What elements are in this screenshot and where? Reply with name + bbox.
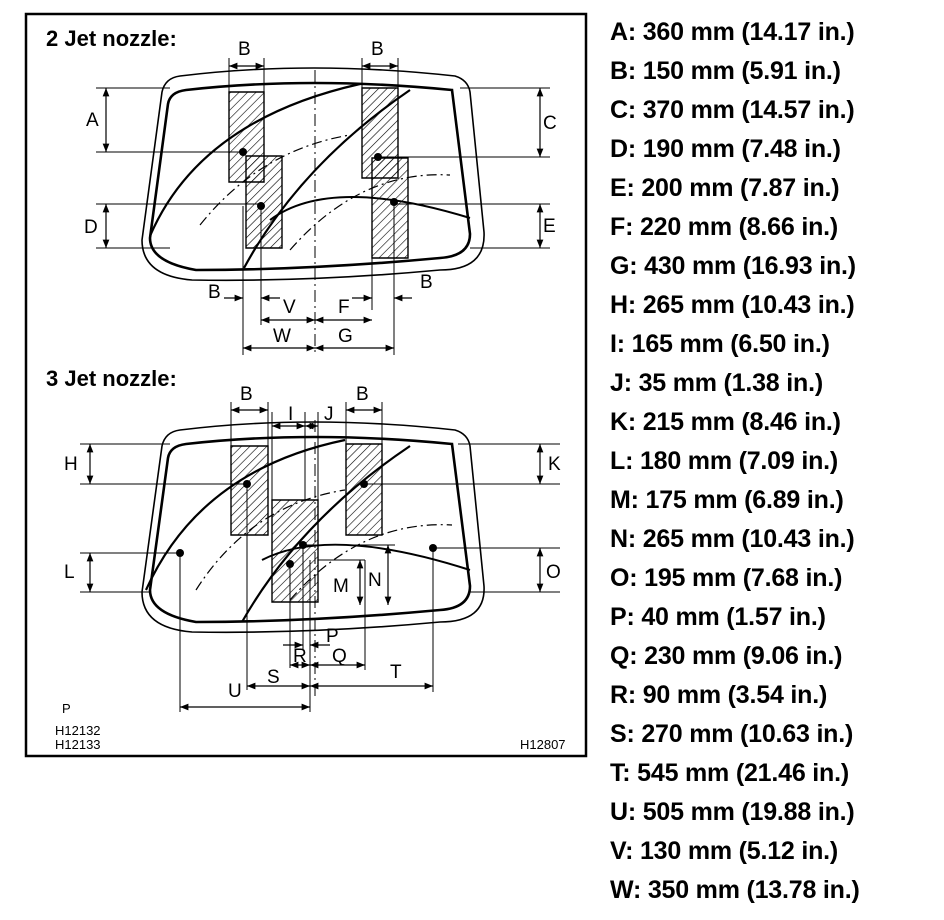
corner-label: P bbox=[62, 701, 71, 716]
legend-item-w: W: 350 mm (13.78 in.) bbox=[610, 876, 860, 904]
two-jet-dimension-letters: B B A D C E B B V F W G bbox=[84, 39, 557, 347]
dim-a-label: A bbox=[86, 110, 99, 131]
dim-k-label: K bbox=[548, 454, 561, 475]
legend-item-a: A: 360 mm (14.17 in.) bbox=[610, 18, 855, 46]
washer-nozzle-diagram: 2 Jet nozzle: bbox=[24, 12, 588, 758]
legend-item-m: M: 175 mm (6.89 in.) bbox=[610, 486, 844, 514]
dim-l-label: L bbox=[64, 562, 75, 583]
dim-q-label: Q bbox=[332, 646, 347, 667]
dim-j-label: J bbox=[324, 404, 334, 425]
two-jet-section: 2 Jet nozzle: bbox=[46, 26, 557, 355]
two-jet-extension-lines bbox=[96, 58, 550, 355]
dim-d-label: D bbox=[84, 217, 98, 238]
drawing-code: H12133 bbox=[55, 737, 101, 752]
legend-item-t: T: 545 mm (21.46 in.) bbox=[610, 759, 849, 787]
dim-c-label: C bbox=[543, 113, 557, 134]
figure-code: H12807 bbox=[520, 737, 566, 752]
legend-item-r: R: 90 mm (3.54 in.) bbox=[610, 681, 828, 709]
three-jet-dimension-lines bbox=[86, 406, 544, 711]
dim-e-label: E bbox=[543, 216, 556, 237]
legend-item-l: L: 180 mm (7.09 in.) bbox=[610, 447, 839, 475]
dim-v-label: V bbox=[283, 297, 296, 318]
legend-item-i: I: 165 mm (6.50 in.) bbox=[610, 330, 830, 358]
dim-b-label: B bbox=[371, 39, 384, 60]
legend-item-h: H: 265 mm (10.43 in.) bbox=[610, 291, 855, 319]
legend-item-s: S: 270 mm (10.63 in.) bbox=[610, 720, 854, 748]
three-jet-section: 3 Jet nozzle: bbox=[46, 366, 561, 712]
legend-item-c: C: 370 mm (14.57 in.) bbox=[610, 96, 855, 124]
dim-t-label: T bbox=[390, 662, 402, 683]
dim-n-label: N bbox=[368, 570, 382, 591]
three-jet-spray-areas bbox=[230, 443, 383, 603]
two-jet-title: 2 Jet nozzle: bbox=[46, 26, 177, 51]
legend-item-f: F: 220 mm (8.66 in.) bbox=[610, 213, 839, 241]
legend-item-v: V: 130 mm (5.12 in.) bbox=[610, 837, 839, 865]
dim-m-label: M bbox=[333, 576, 349, 597]
dimension-legend: A: 360 mm (14.17 in.) B: 150 mm (5.91 in… bbox=[610, 14, 940, 911]
legend-item-j: J: 35 mm (1.38 in.) bbox=[610, 369, 823, 397]
diagram-frame bbox=[24, 12, 588, 758]
legend-item-q: Q: 230 mm (9.06 in.) bbox=[610, 642, 843, 670]
legend-item-o: O: 195 mm (7.68 in.) bbox=[610, 564, 843, 592]
two-jet-dimension-lines bbox=[102, 62, 544, 352]
dim-b-label: B bbox=[208, 282, 221, 303]
dim-p-label: P bbox=[326, 626, 339, 647]
dim-s-label: S bbox=[267, 667, 280, 688]
dim-b-label: B bbox=[420, 272, 433, 293]
three-jet-dimension-letters: B I J B H L K O M N P R Q S T U bbox=[64, 384, 561, 702]
legend-item-n: N: 265 mm (10.43 in.) bbox=[610, 525, 855, 553]
legend-item-g: G: 430 mm (16.93 in.) bbox=[610, 252, 856, 280]
legend-item-p: P: 40 mm (1.57 in.) bbox=[610, 603, 826, 631]
dim-h-label: H bbox=[64, 454, 78, 475]
dim-b-label: B bbox=[356, 384, 369, 405]
dim-b-label: B bbox=[240, 384, 253, 405]
dim-f-label: F bbox=[338, 297, 350, 318]
legend-item-k: K: 215 mm (8.46 in.) bbox=[610, 408, 841, 436]
dim-r-label: R bbox=[293, 646, 307, 667]
drawing-code: H12132 bbox=[55, 723, 101, 738]
dim-g-label: G bbox=[338, 326, 353, 347]
dim-b-label: B bbox=[238, 39, 251, 60]
legend-item-e: E: 200 mm (7.87 in.) bbox=[610, 174, 840, 202]
legend-item-u: U: 505 mm (19.88 in.) bbox=[610, 798, 855, 826]
legend-item-d: D: 190 mm (7.48 in.) bbox=[610, 135, 841, 163]
legend-item-b: B: 150 mm (5.91 in.) bbox=[610, 57, 841, 85]
dim-w-label: W bbox=[273, 326, 291, 347]
dim-o-label: O bbox=[546, 562, 561, 583]
three-jet-title: 3 Jet nozzle: bbox=[46, 366, 177, 391]
dim-u-label: U bbox=[228, 681, 242, 702]
dim-i-label: I bbox=[288, 404, 293, 425]
two-jet-spray-areas bbox=[228, 87, 409, 259]
